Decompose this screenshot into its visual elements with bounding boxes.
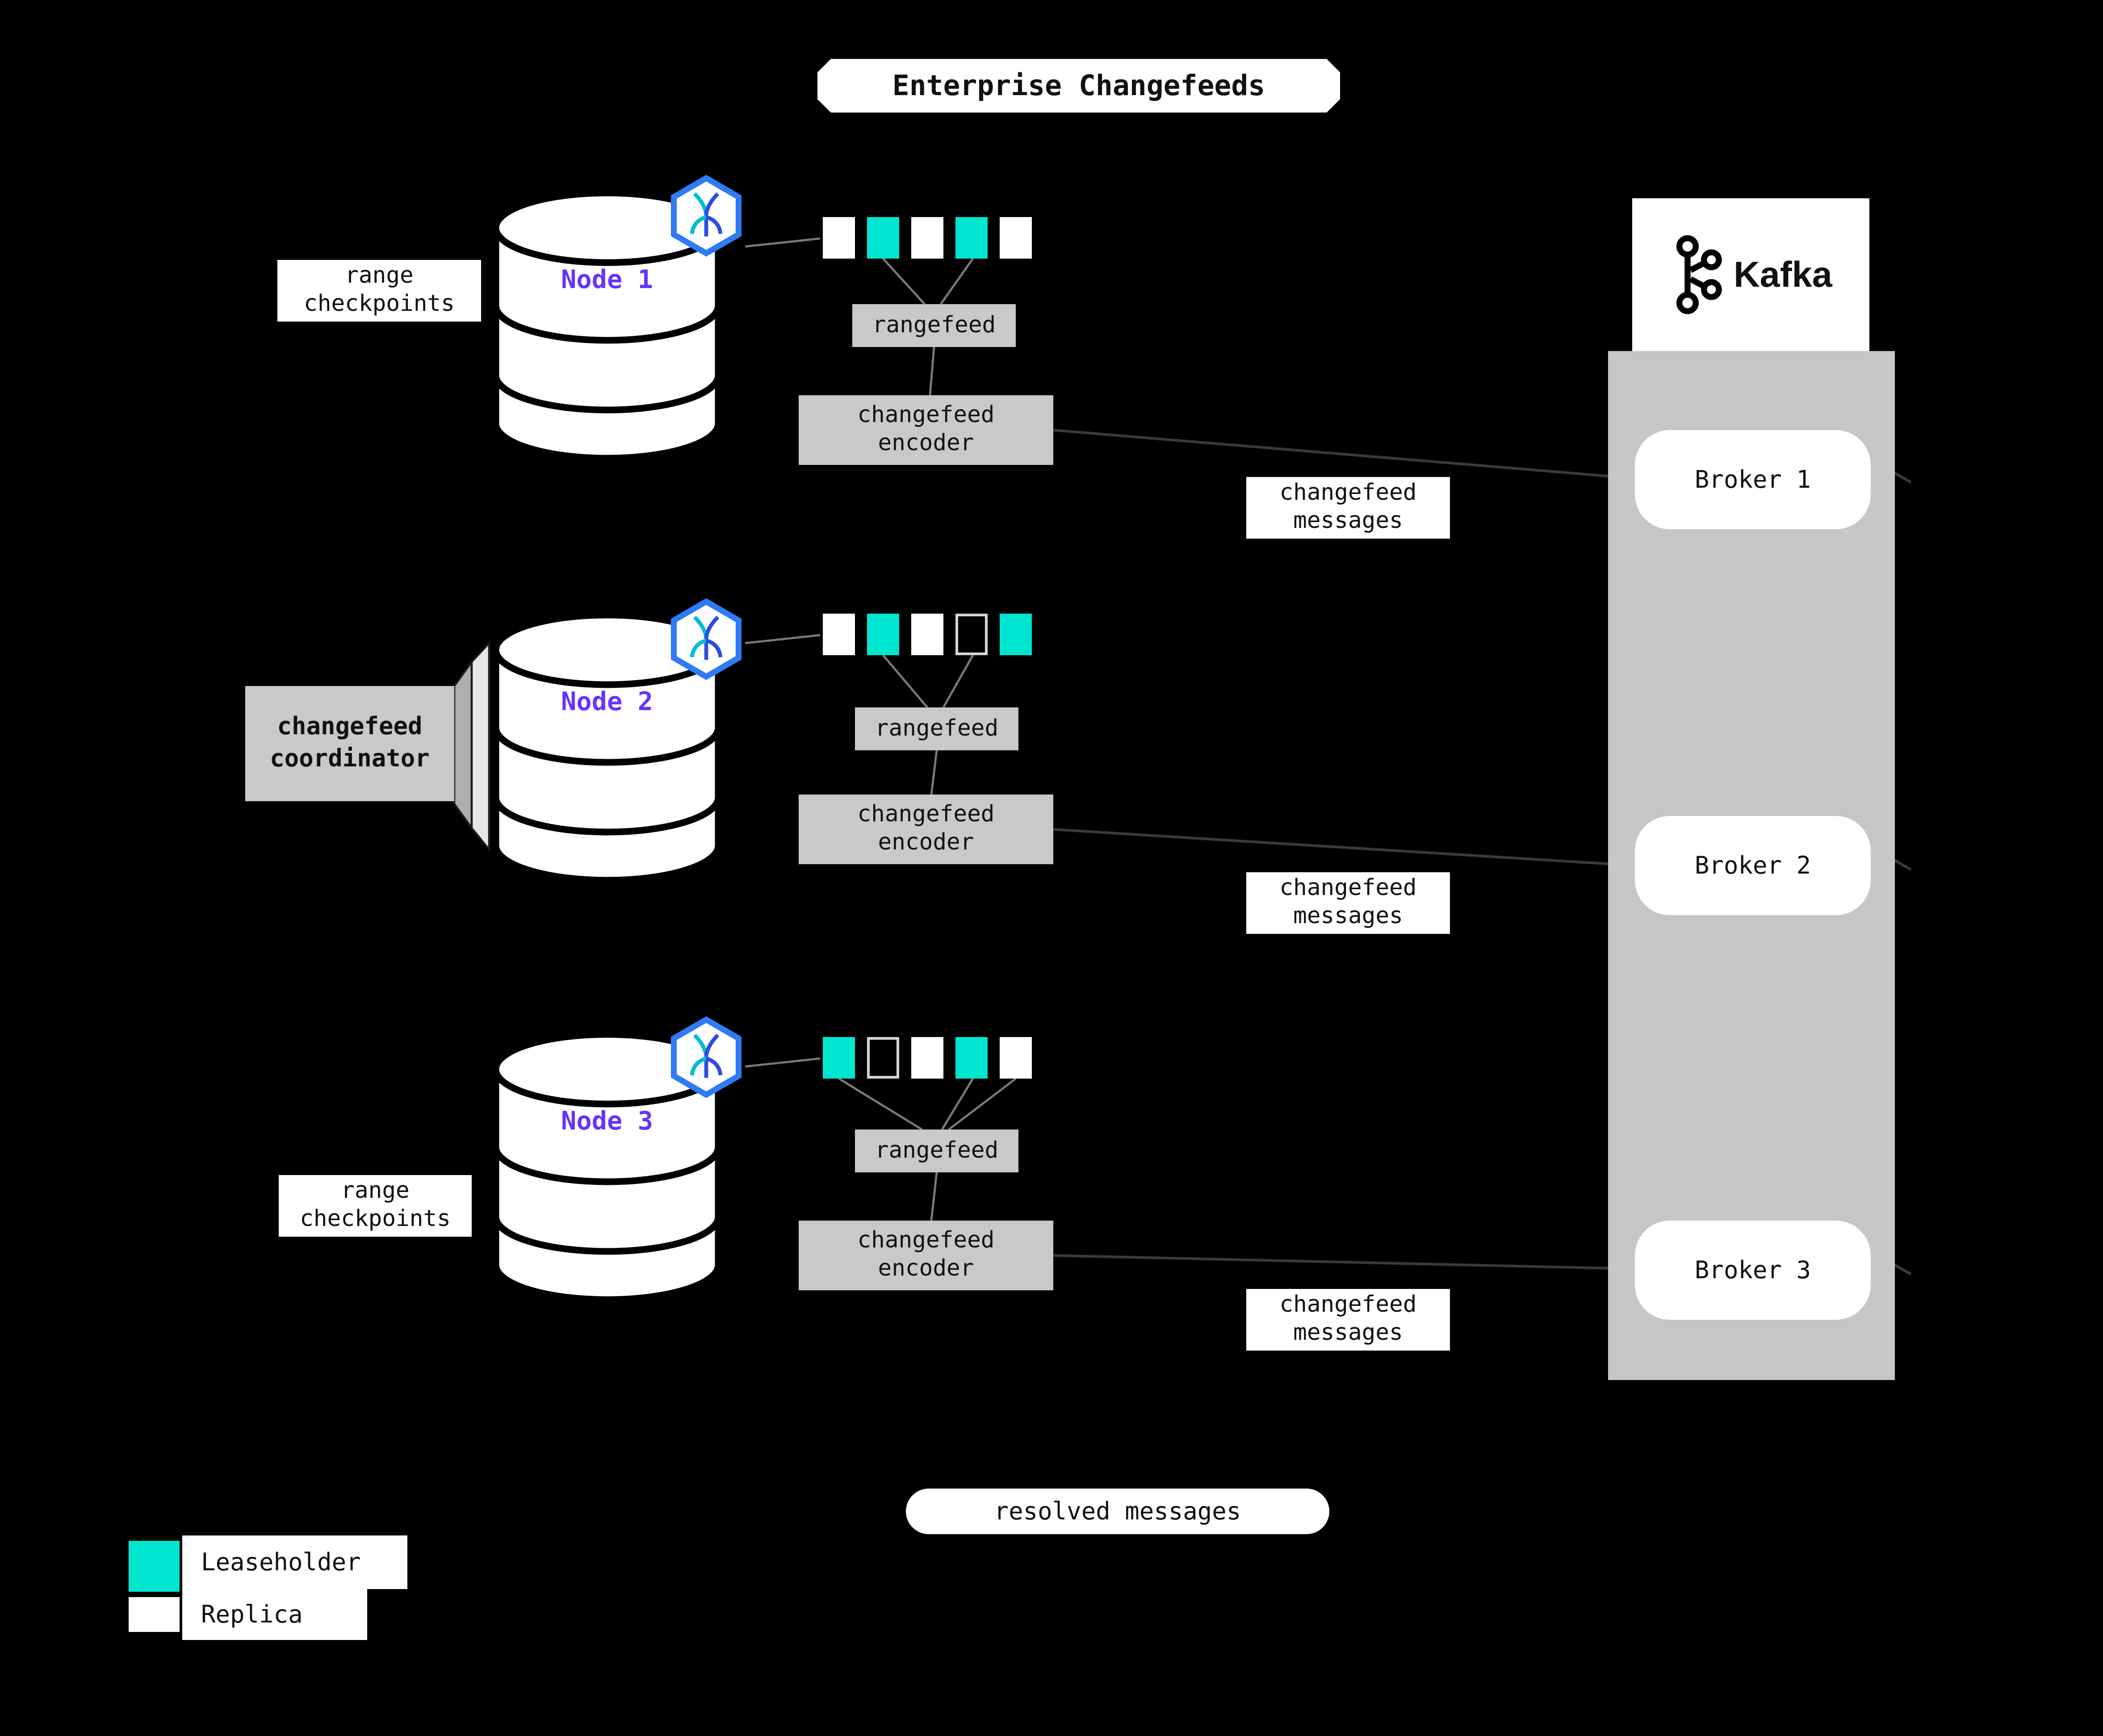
legend-leaseholder-label: Leaseholder (182, 1535, 407, 1589)
cockroachdb-logo-icon (667, 1016, 745, 1099)
node-2-database-cylinder: Node 2 (489, 610, 725, 886)
replica-square (823, 614, 855, 655)
node-3-changefeed-encoder-label: changefeed encoder (799, 1221, 1053, 1290)
legend-replica-label: Replica (182, 1589, 367, 1640)
broker-3: Broker 3 (1635, 1221, 1871, 1320)
replica-square (1000, 217, 1032, 259)
leaseholder-square (955, 217, 988, 259)
node-3-database-cylinder: Node 3 (489, 1029, 725, 1305)
node-1-label: Node 1 (561, 265, 653, 295)
node-3-label: Node 3 (561, 1107, 653, 1136)
diagram-title-text: Enterprise Changefeeds (892, 70, 1265, 102)
node-3-rangefeed-label: rangefeed (855, 1129, 1018, 1172)
kafka-logo: Kafka (1632, 198, 1869, 351)
broker-2: Broker 2 (1635, 816, 1871, 915)
changefeed-messages-label-3: changefeed messages (1246, 1289, 1450, 1351)
empty-square (955, 614, 988, 655)
leaseholder-square (867, 217, 899, 259)
replica-square (823, 217, 855, 259)
kafka-icon (1676, 235, 1722, 314)
changefeed-messages-label-1: changefeed messages (1246, 477, 1450, 539)
replica-square (911, 614, 943, 655)
node-3-replicas (823, 1037, 1032, 1079)
node-2-rangefeed-label: rangefeed (855, 707, 1018, 750)
node-2-replicas (823, 614, 1032, 655)
replica-square (911, 1037, 943, 1079)
node-1-changefeed-encoder-label: changefeed encoder (799, 395, 1053, 465)
legend-leaseholder-swatch (126, 1538, 182, 1594)
resolved-messages-label: resolved messages (906, 1489, 1329, 1534)
legend-replica-swatch (126, 1594, 182, 1635)
empty-square (867, 1037, 899, 1079)
node-1-rangefeed-label: rangefeed (852, 304, 1016, 347)
leaseholder-square (1000, 614, 1032, 655)
cockroachdb-logo-icon (667, 598, 745, 681)
replica-square (911, 217, 943, 259)
node-1-range-checkpoints-label: range checkpoints (277, 260, 481, 322)
broker-1: Broker 1 (1635, 430, 1871, 529)
database-icon (492, 1031, 722, 1303)
replica-square (1000, 1037, 1032, 1079)
leaseholder-square (823, 1037, 855, 1079)
leaseholder-square (867, 614, 899, 655)
leaseholder-square (955, 1037, 988, 1079)
node-3-range-checkpoints-label: range checkpoints (279, 1175, 472, 1237)
node-1-database-cylinder: Node 1 (489, 188, 725, 464)
node-1-replicas (823, 217, 1032, 259)
kafka-wordmark: Kafka (1734, 254, 1832, 294)
database-icon (492, 189, 722, 462)
changefeed-messages-label-2: changefeed messages (1246, 872, 1450, 934)
coordinator-flag-shape (453, 640, 490, 853)
database-icon (492, 611, 722, 884)
changefeed-coordinator-label: changefeed coordinator (245, 686, 454, 801)
node-2-label: Node 2 (561, 687, 653, 717)
cockroachdb-logo-icon (667, 174, 745, 257)
diagram-title: Enterprise Changefeeds (817, 59, 1340, 113)
node-2-changefeed-encoder-label: changefeed encoder (799, 795, 1053, 864)
